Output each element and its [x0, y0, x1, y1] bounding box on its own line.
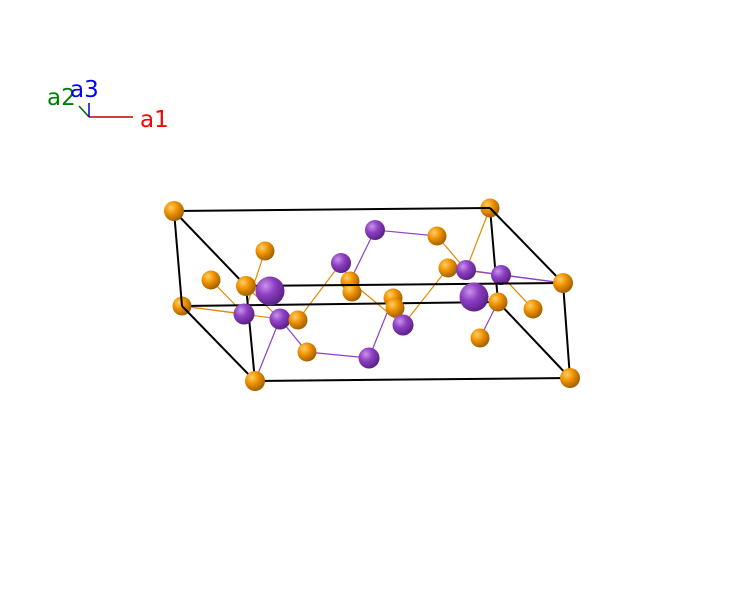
bond	[374, 229, 438, 237]
cell-edge	[497, 301, 571, 379]
orange-atom[interactable]	[245, 371, 265, 391]
orange-atom[interactable]	[488, 292, 508, 312]
orange-atom[interactable]	[523, 299, 543, 319]
bond	[181, 305, 281, 320]
orange-atom[interactable]	[427, 226, 447, 246]
bond	[465, 269, 564, 284]
purple-atom[interactable]	[365, 220, 385, 240]
cell-edge	[254, 377, 571, 382]
axis-triad: a1 a2 a3	[47, 77, 169, 133]
purple-atom[interactable]	[358, 347, 380, 369]
orange-atom[interactable]	[236, 276, 256, 296]
cell-edge	[181, 301, 499, 307]
purple-atom[interactable]	[491, 265, 511, 285]
bond	[465, 207, 491, 271]
purple-atom[interactable]	[456, 260, 476, 280]
orange-atom[interactable]	[297, 342, 317, 362]
orange-atom[interactable]	[164, 201, 184, 221]
purple-atom[interactable]	[233, 303, 255, 325]
orange-atom[interactable]	[470, 328, 490, 348]
cell-edge	[173, 210, 247, 287]
atoms-front	[164, 201, 580, 391]
orange-atom[interactable]	[553, 273, 573, 293]
orange-atom[interactable]	[385, 298, 405, 318]
cell-edge	[245, 282, 564, 287]
a3-label: a3	[70, 77, 99, 103]
a1-label: a1	[140, 107, 169, 133]
cell-edge	[245, 285, 256, 382]
a2-label: a2	[47, 85, 76, 111]
orange-atom[interactable]	[288, 310, 308, 330]
bond	[297, 262, 342, 321]
purple-atom[interactable]	[255, 276, 285, 306]
purple-atom[interactable]	[331, 253, 351, 273]
bond	[402, 267, 449, 326]
purple-atom[interactable]	[392, 314, 414, 336]
cell-edge	[489, 207, 564, 284]
orange-atom[interactable]	[342, 282, 362, 302]
a2-axis-line	[78, 105, 90, 118]
orange-atom[interactable]	[560, 368, 580, 388]
unit-cell-front	[173, 207, 571, 382]
purple-atom[interactable]	[459, 282, 489, 312]
orange-atom[interactable]	[438, 258, 458, 278]
cell-edge	[489, 207, 499, 303]
orange-atom[interactable]	[201, 270, 221, 290]
cell-edge	[181, 305, 256, 382]
cell-edge	[173, 207, 491, 212]
purple-atom[interactable]	[269, 308, 291, 330]
cell-edge	[173, 210, 183, 307]
bond	[254, 318, 281, 382]
cell-edge	[562, 282, 571, 379]
orange-atom[interactable]	[255, 241, 275, 261]
unit-cell-back	[181, 207, 571, 379]
